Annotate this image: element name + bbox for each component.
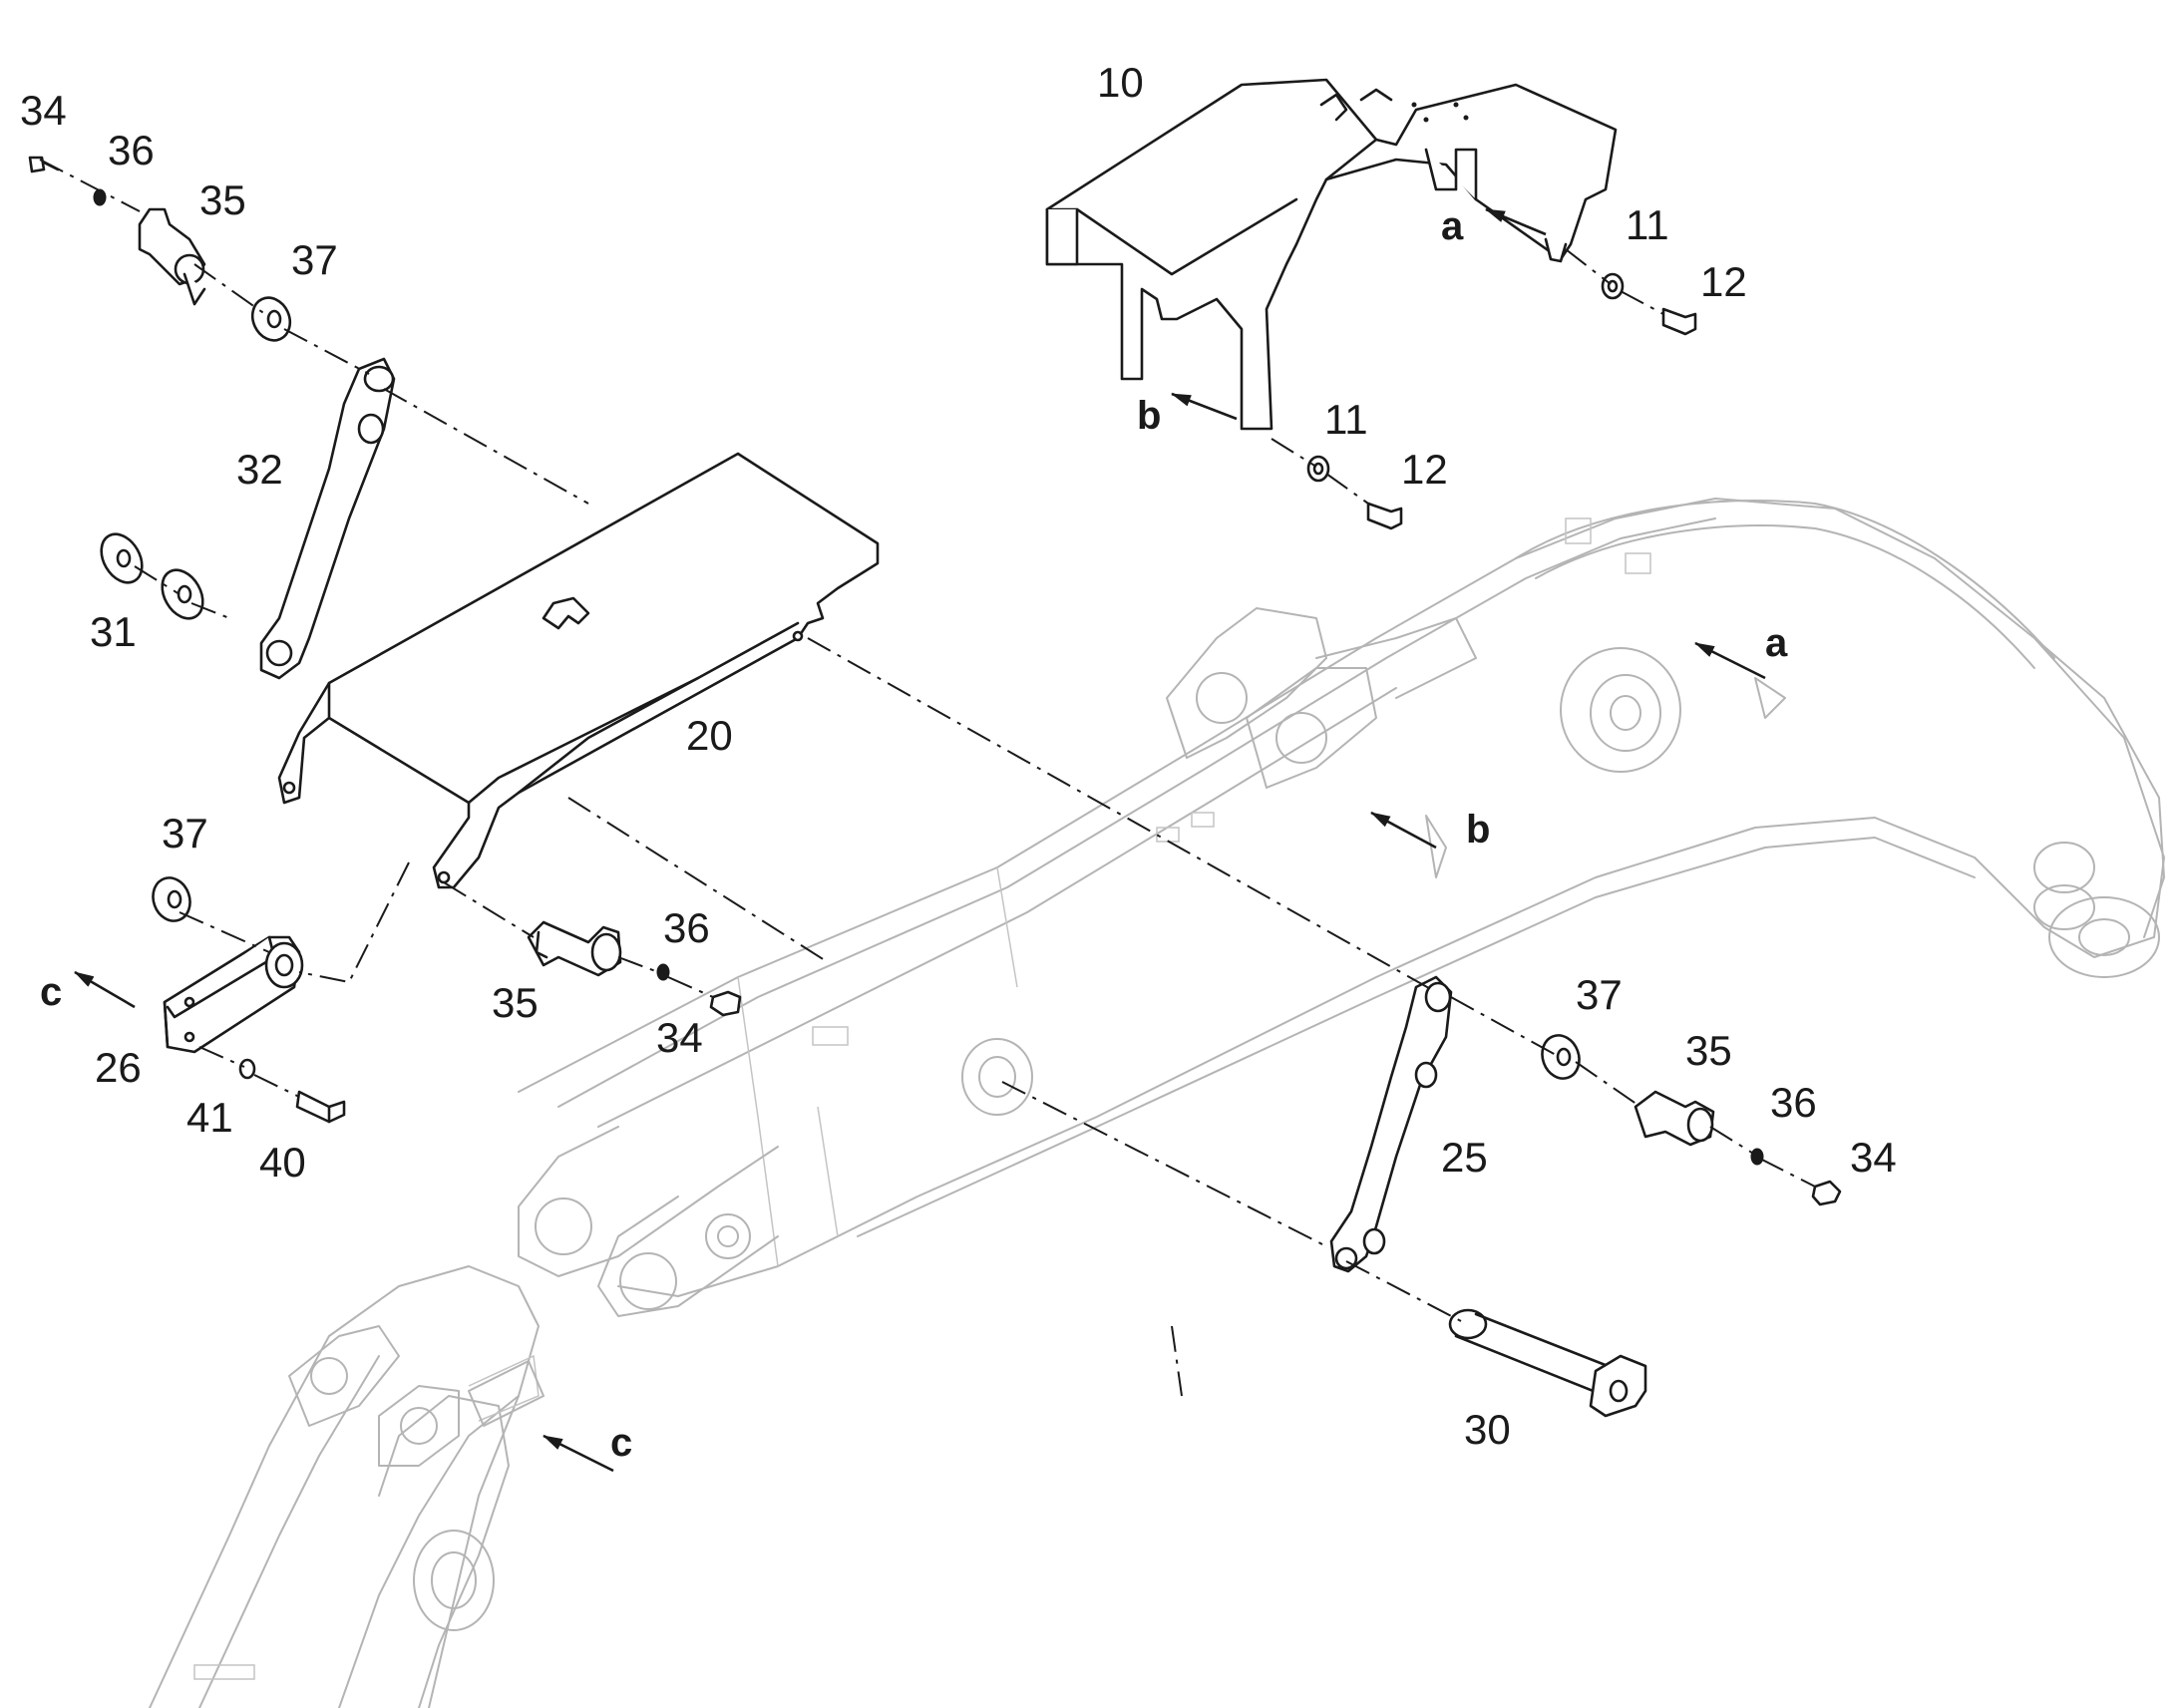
- callout-34-r: 34: [1850, 1134, 1897, 1181]
- bracket-26: [163, 935, 304, 1054]
- callout-30: 30: [1464, 1406, 1511, 1453]
- callout-10: 10: [1097, 59, 1144, 106]
- callout-26: 26: [95, 1044, 142, 1091]
- callout-35-mid: 35: [492, 979, 539, 1026]
- arrow-b-cover: [1171, 392, 1238, 421]
- callout-34-mid: 34: [656, 1014, 703, 1061]
- cover-10: [1045, 78, 1618, 431]
- callout-37-r: 37: [1576, 971, 1623, 1018]
- reference-letters: a b a b c c: [40, 204, 1788, 1465]
- arrow-c-left: [74, 970, 136, 1009]
- callout-35-r: 35: [1685, 1027, 1732, 1074]
- hardware-11-12-top: [1601, 272, 1697, 336]
- cover-20: [277, 452, 880, 889]
- boom-ghost: [518, 498, 2165, 1317]
- callout-11-mid: 11: [1324, 396, 1368, 443]
- link-25: [1329, 975, 1453, 1273]
- hardware-11-12-mid: [1306, 455, 1403, 530]
- assembly-lines: [39, 159, 1816, 1397]
- link-32: [259, 357, 396, 680]
- ref-b-cover: b: [1137, 394, 1161, 438]
- callout-11-top: 11: [1626, 201, 1669, 248]
- callout-35-tl: 35: [199, 176, 246, 223]
- callout-40: 40: [259, 1139, 306, 1186]
- hardware-right: [1541, 1034, 1842, 1206]
- arrow-a-cover: [1485, 207, 1547, 236]
- callout-32: 32: [236, 446, 283, 493]
- callout-34-tl: 34: [20, 87, 67, 134]
- hardware-top-left: [28, 156, 292, 342]
- callout-31: 31: [90, 608, 137, 655]
- ref-a-cover: a: [1441, 204, 1464, 248]
- ref-c-left: c: [40, 970, 62, 1014]
- callout-25: 25: [1441, 1134, 1488, 1181]
- arrow-c-stick: [543, 1434, 614, 1473]
- callout-36-mid: 36: [663, 904, 710, 951]
- callout-12-mid: 12: [1401, 446, 1448, 493]
- pin-30: [1448, 1308, 1647, 1418]
- callout-41: 41: [186, 1094, 233, 1141]
- callout-36-tl: 36: [108, 127, 155, 173]
- hardware-41-40: [238, 1058, 346, 1124]
- arrow-a-boom: [1694, 641, 1766, 680]
- arrow-b-boom: [1370, 811, 1437, 850]
- callout-37-ml: 37: [162, 810, 208, 856]
- callout-37-tl: 37: [291, 236, 338, 283]
- hardware-mid: [527, 920, 742, 1017]
- washer-37-left: [152, 876, 191, 922]
- callout-12-top: 12: [1700, 258, 1747, 305]
- ref-a-boom: a: [1765, 621, 1788, 665]
- callout-36-r: 36: [1770, 1079, 1817, 1126]
- ref-b-boom: b: [1466, 808, 1490, 852]
- callouts: 10 11 12 11 12 34 36 35 37 32 31 20 37 2…: [20, 59, 1897, 1453]
- callout-20: 20: [686, 712, 733, 759]
- reference-arrows: [74, 207, 1766, 1473]
- washers-31: [100, 532, 204, 620]
- stick-ghost: [149, 1265, 540, 1708]
- ref-c-stick: c: [610, 1421, 632, 1465]
